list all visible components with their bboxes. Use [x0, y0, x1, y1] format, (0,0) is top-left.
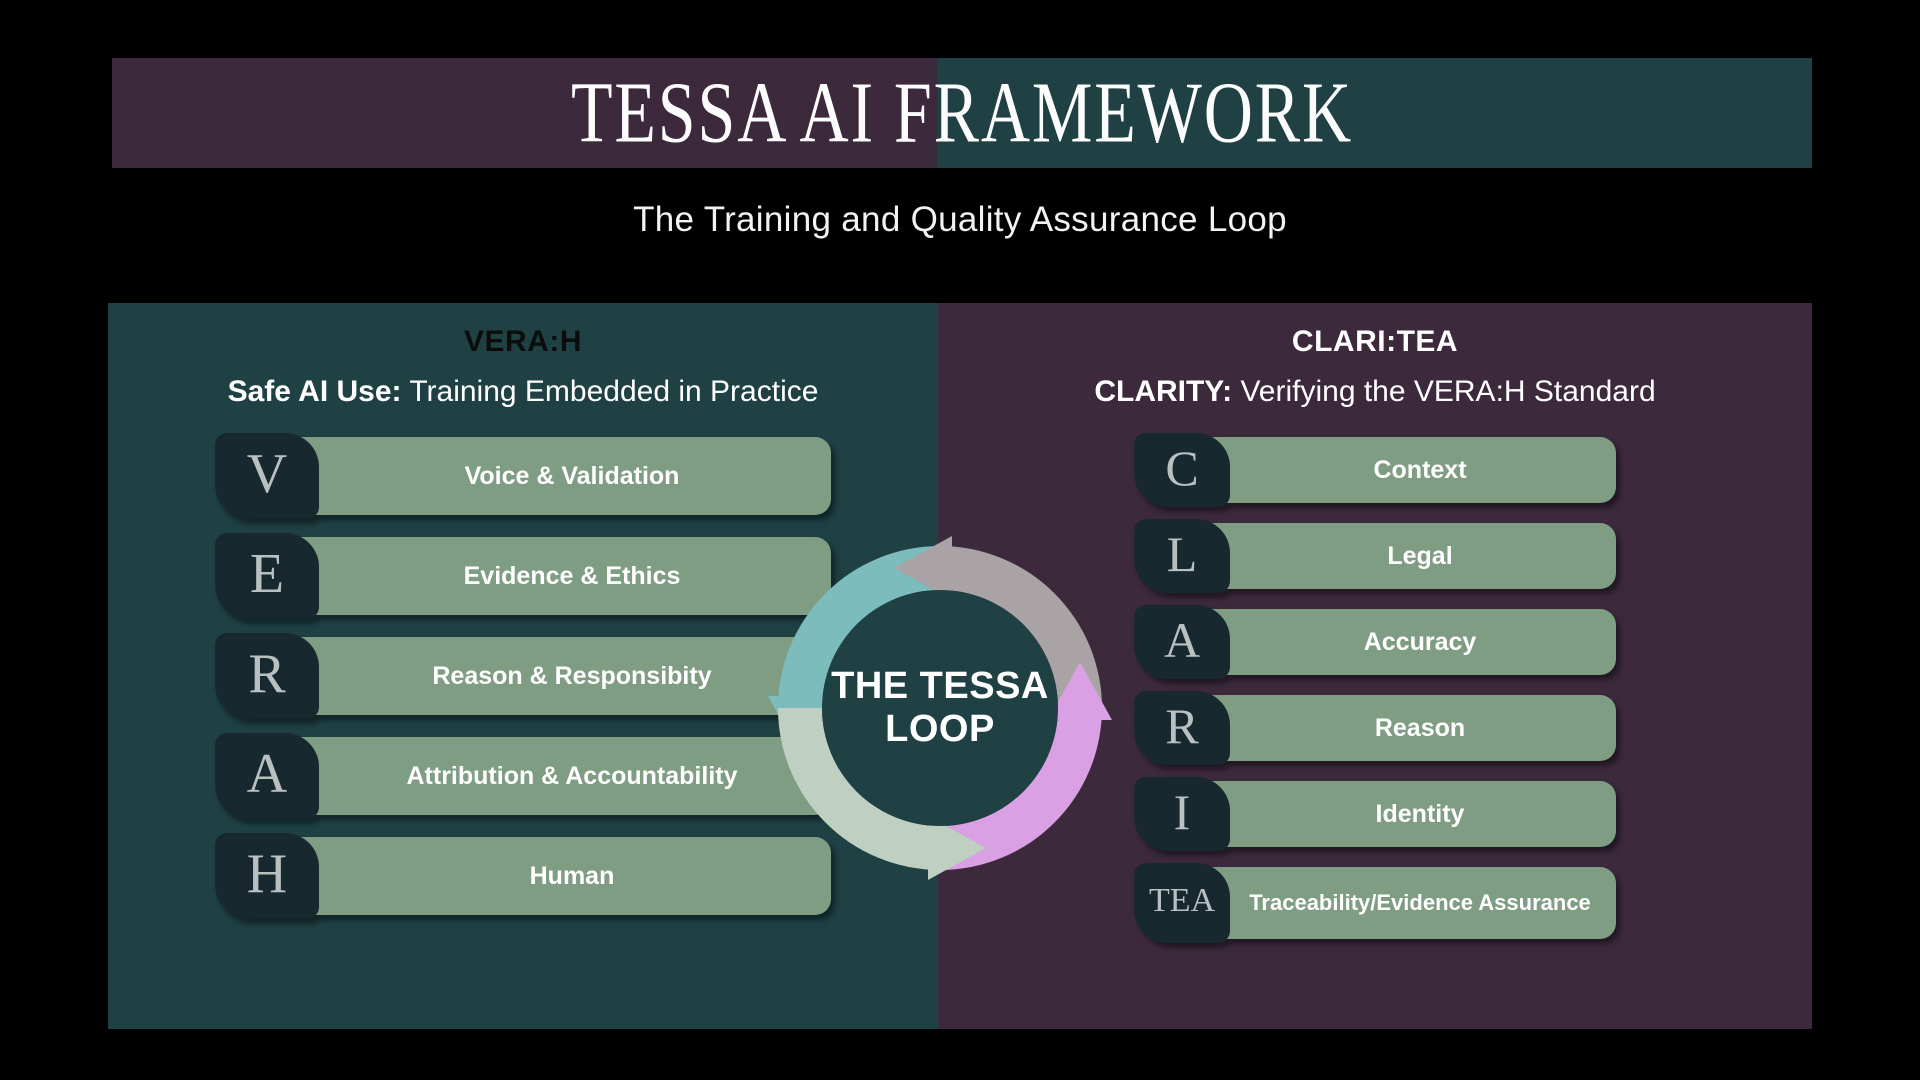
letter-badge-l: L	[1134, 519, 1230, 593]
list-item[interactable]: A Attribution & Accountability	[215, 733, 831, 819]
loop-arrowhead-bottom	[928, 816, 986, 880]
list-item-label: Reason	[1196, 695, 1616, 761]
header-band-left-half	[112, 58, 937, 168]
vera-h-list: V Voice & Validation E Evidence & Ethics…	[108, 433, 938, 919]
letter-badge-a: A	[1134, 605, 1230, 679]
loop-segment-top-left	[778, 546, 940, 708]
list-item-label: Voice & Validation	[285, 437, 831, 515]
letter-badge-a: A	[215, 733, 319, 819]
list-item[interactable]: C Context	[1134, 433, 1616, 507]
right-panel-subheading: CLARITY: Verifying the VERA:H Standard	[938, 375, 1812, 409]
right-panel-key: CLARI:TEA	[1291, 325, 1459, 358]
left-panel-subheading-rest: Training Embedded in Practice	[409, 375, 819, 408]
page-subtitle: The Training and Quality Assurance Loop	[633, 200, 1287, 239]
list-item-label: Identity	[1196, 781, 1616, 847]
loop-segment-bottom-right	[940, 708, 1102, 870]
loop-segment-top-right	[940, 546, 1102, 708]
left-panel-subheading: Safe AI Use: Training Embedded in Practi…	[108, 375, 938, 409]
list-item-label: Context	[1196, 437, 1616, 503]
left-panel-subheading-bold: Safe AI Use:	[227, 375, 402, 408]
list-item-label: Attribution & Accountability	[285, 737, 831, 815]
list-item[interactable]: R Reason & Responsibity	[215, 633, 831, 719]
list-item[interactable]: R Reason	[1134, 691, 1616, 765]
list-item-label: Evidence & Ethics	[285, 537, 831, 615]
loop-arrows-icon	[768, 536, 1112, 880]
loop-segment-bottom-left	[778, 708, 940, 870]
letter-badge-r: R	[1134, 691, 1230, 765]
letter-badge-tea: TEA	[1134, 863, 1230, 943]
list-item-label: Legal	[1196, 523, 1616, 589]
loop-arrowhead-top	[894, 536, 952, 600]
list-item[interactable]: TEA Traceability/Evidence Assurance	[1134, 863, 1616, 943]
left-panel-key: VERA:H	[463, 325, 582, 358]
right-panel-subheading-rest: Verifying the VERA:H Standard	[1240, 375, 1656, 408]
left-panel-heading: VERA:H Safe AI Use: Training Embedded in…	[108, 303, 938, 409]
page-title: TESSA AI FRAMEWORK	[570, 64, 1354, 161]
letter-badge-e: E	[215, 533, 319, 619]
letter-badge-r: R	[215, 633, 319, 719]
list-item-label: Reason & Responsibity	[285, 637, 831, 715]
list-item[interactable]: I Identity	[1134, 777, 1616, 851]
list-item[interactable]: H Human	[215, 833, 831, 919]
clari-tea-list: C Context L Legal A Accuracy R Reason I	[938, 433, 1812, 943]
list-item[interactable]: A Accuracy	[1134, 605, 1616, 679]
list-item-label: Human	[285, 837, 831, 915]
letter-badge-h: H	[215, 833, 319, 919]
list-item[interactable]: E Evidence & Ethics	[215, 533, 831, 619]
right-panel-heading: CLARI:TEA CLARITY: Verifying the VERA:H …	[938, 303, 1812, 409]
letter-badge-c: C	[1134, 433, 1230, 507]
list-item[interactable]: L Legal	[1134, 519, 1616, 593]
header-band-right-half	[937, 58, 1812, 168]
list-item-label: Accuracy	[1196, 609, 1616, 675]
loop-arrowhead-right	[1048, 662, 1112, 720]
list-item[interactable]: V Voice & Validation	[215, 433, 831, 519]
letter-badge-v: V	[215, 433, 319, 519]
header-band: TESSA AI FRAMEWORK	[112, 58, 1812, 168]
loop-center-disc	[822, 590, 1058, 826]
tessa-loop-diagram: THE TESSA LOOP	[760, 528, 1120, 888]
letter-badge-i: I	[1134, 777, 1230, 851]
list-item-label: Traceability/Evidence Assurance	[1196, 867, 1616, 939]
right-panel-subheading-bold: CLARITY:	[1094, 375, 1233, 408]
